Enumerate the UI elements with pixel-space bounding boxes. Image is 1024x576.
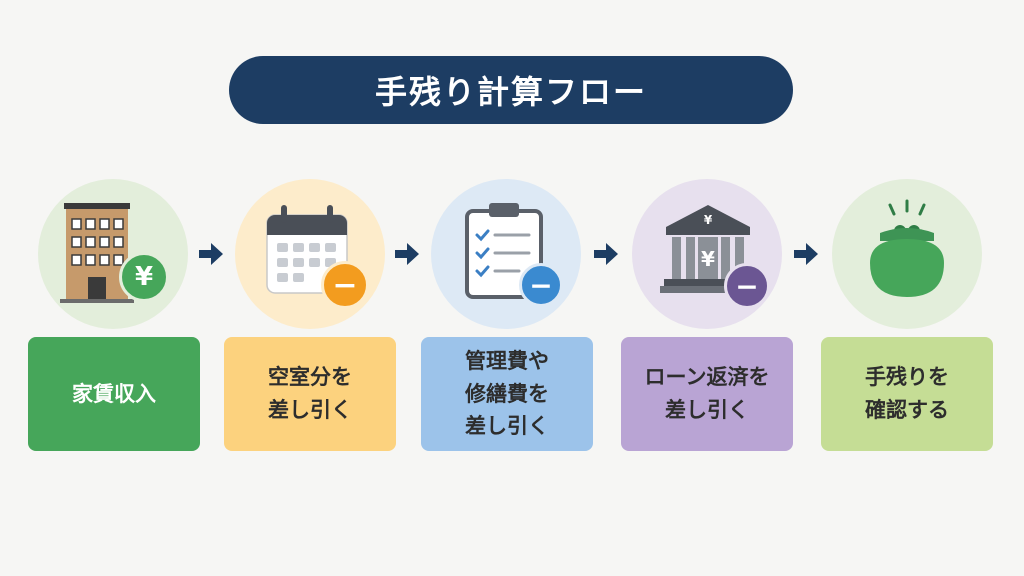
yen-badge-icon: ¥ <box>119 252 169 302</box>
step-3-circle: − <box>431 179 581 329</box>
step-1-circle: ¥ <box>38 179 188 329</box>
page-title: 手残り計算フロー <box>229 56 793 124</box>
step-3-label-box: 管理費や 修繕費を 差し引く <box>421 337 593 451</box>
coin-purse-icon <box>870 199 944 297</box>
arrow-right-icon <box>594 243 618 265</box>
minus-badge-icon: − <box>321 261 369 309</box>
minus-badge-icon: − <box>519 263 563 307</box>
step-2-label-line-2: 差し引く <box>268 398 352 422</box>
step-2-label-box: 空室分を 差し引く <box>224 337 396 451</box>
arrow-right-icon <box>395 243 419 265</box>
arrow-right-icon <box>794 243 818 265</box>
step-5-label-box: 手残りを 確認する <box>821 337 993 451</box>
step-5-label-line-1: 手残りを <box>865 365 949 390</box>
bank-icon: ¥ ¥ <box>660 205 756 293</box>
step-5-circle <box>832 179 982 329</box>
step-1-label: 家賃収入 <box>72 381 156 406</box>
step-4-label-line-2: 差し引く <box>665 398 749 422</box>
step-4-label-line-1: ローン返済を <box>644 365 770 390</box>
arrow-right-icon <box>199 243 223 265</box>
step-2-label-line-1: 空室分を <box>268 365 352 390</box>
calendar-icon <box>266 205 348 294</box>
step-1-label-box: 家賃収入 <box>28 337 200 451</box>
step-3-label-line-1: 管理費や <box>465 349 549 374</box>
building-icon <box>60 203 134 303</box>
step-3-label-line-2: 修繕費を <box>465 381 549 406</box>
step-3-label-line-3: 差し引く <box>465 414 549 439</box>
clipboard-icon <box>465 203 543 299</box>
step-2-circle: − <box>235 179 385 329</box>
step-4-circle: ¥ ¥ − <box>632 179 782 329</box>
bank-yen-mark: ¥ <box>704 213 713 227</box>
bank-yen-mark: ¥ <box>701 247 715 271</box>
minus-badge-icon: − <box>724 263 770 309</box>
step-4-label-box: ローン返済を 差し引く <box>621 337 793 451</box>
step-5-label-line-2: 確認する <box>865 398 949 422</box>
